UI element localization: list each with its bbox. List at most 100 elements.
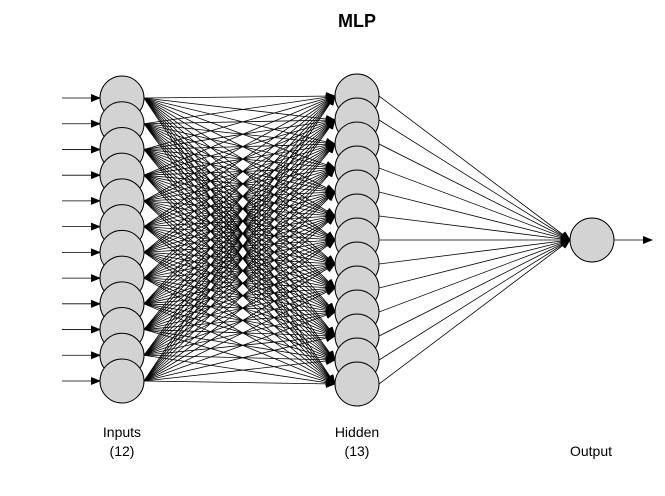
edge-input-1-hidden-10 <box>143 97 336 313</box>
edge-input-12-hidden-11 <box>143 334 336 382</box>
edge-input-12-hidden-3 <box>143 143 336 382</box>
edge-input-10-hidden-1 <box>143 95 336 330</box>
edge-input-3-hidden-13 <box>143 149 336 385</box>
edge-input-8-hidden-7 <box>143 237 336 279</box>
edge-input-3-hidden-1 <box>143 94 336 150</box>
edge-input-2-hidden-8 <box>143 123 336 265</box>
edge-input-8-hidden-11 <box>143 277 336 338</box>
edge-input-3-hidden-6 <box>143 149 336 217</box>
edge-input-1-hidden-4 <box>143 97 336 169</box>
edge-hidden-11-output <box>378 239 571 337</box>
edge-input-8-hidden-6 <box>143 214 336 279</box>
edge-input-10-hidden-12 <box>143 329 336 363</box>
edge-input-1-hidden-11 <box>143 97 336 337</box>
edge-input-7-hidden-2 <box>143 119 336 253</box>
edge-input-4-hidden-1 <box>143 95 336 176</box>
edge-input-11-hidden-1 <box>143 95 336 356</box>
edge-input-7-hidden-1 <box>143 95 336 253</box>
edge-input-1-hidden-6 <box>143 97 336 217</box>
hidden-node-13 <box>334 361 380 407</box>
edge-input-3-hidden-2 <box>143 117 336 150</box>
edge-input-1-hidden-13 <box>143 97 336 385</box>
edge-input-1-hidden-1 <box>143 92 336 101</box>
edge-input-8-hidden-3 <box>143 143 336 279</box>
edge-input-2-hidden-3 <box>143 123 336 148</box>
edge-input-11-hidden-7 <box>143 239 336 356</box>
edge-input-11-hidden-4 <box>143 167 336 356</box>
edge-input-4-hidden-12 <box>143 174 336 361</box>
edge-input-7-hidden-5 <box>143 190 336 253</box>
edge-input-5-hidden-11 <box>143 200 336 337</box>
edge-input-12-hidden-1 <box>143 95 336 382</box>
edge-input-7-hidden-4 <box>143 167 336 253</box>
edge-hidden-9-output <box>378 238 571 289</box>
edge-input-9-hidden-6 <box>143 215 336 305</box>
edge-hidden-6-output <box>378 215 571 243</box>
edge-input-5-hidden-1 <box>143 95 336 202</box>
inputs-layer-count: (12) <box>110 443 135 459</box>
edge-input-10-hidden-2 <box>143 119 336 330</box>
edge-input-1-hidden-2 <box>143 97 336 123</box>
edge-input-2-hidden-9 <box>143 123 336 289</box>
edge-input-4-hidden-11 <box>143 174 336 337</box>
edge-input-8-hidden-5 <box>143 191 336 279</box>
edge-input-11-hidden-8 <box>143 263 336 356</box>
edge-input-4-hidden-2 <box>143 118 336 176</box>
edge-input-3-hidden-7 <box>143 149 336 241</box>
edge-input-2-hidden-10 <box>143 123 336 313</box>
edge-input-12-hidden-6 <box>143 215 336 382</box>
edge-input-3-hidden-5 <box>143 149 336 194</box>
edge-input-12-hidden-4 <box>143 167 336 382</box>
edge-input-6-hidden-2 <box>143 119 336 227</box>
edge-input-4-hidden-8 <box>143 174 336 265</box>
edge-input-12-hidden-8 <box>143 263 336 382</box>
edge-input-3-hidden-4 <box>143 149 336 172</box>
edge-input-5-hidden-13 <box>143 200 336 385</box>
edge-input-9-hidden-13 <box>143 303 336 385</box>
edge-input-8-hidden-8 <box>143 260 336 279</box>
edge-input-6-hidden-9 <box>143 226 336 290</box>
edge-input-1-hidden-9 <box>143 97 336 289</box>
edge-input-7-hidden-13 <box>143 252 336 385</box>
edge-input-5-hidden-12 <box>143 200 336 361</box>
edge-input-5-hidden-4 <box>143 165 336 202</box>
edge-input-12-hidden-5 <box>143 191 336 382</box>
edge-input-2-hidden-11 <box>143 123 336 337</box>
hidden-layer-count: (13) <box>345 443 370 459</box>
edge-input-11-hidden-11 <box>143 332 336 356</box>
edge-input-1-hidden-7 <box>143 97 336 241</box>
edge-input-8-hidden-1 <box>143 95 336 279</box>
edge-input-10-hidden-4 <box>143 167 336 330</box>
output-node <box>569 217 615 263</box>
edge-input-7-hidden-10 <box>143 251 336 314</box>
edge-input-11-hidden-2 <box>143 119 336 356</box>
edge-input-5-hidden-6 <box>143 200 336 220</box>
edge-input-2-hidden-12 <box>143 123 336 361</box>
edge-input-9-hidden-9 <box>143 284 336 305</box>
edges-layer <box>62 92 653 388</box>
edge-input-3-hidden-9 <box>143 149 336 289</box>
diagram-title: MLP <box>338 11 376 31</box>
edge-input-6-hidden-1 <box>143 95 336 227</box>
edge-input-6-hidden-10 <box>143 226 336 313</box>
edge-input-10-hidden-5 <box>143 191 336 330</box>
edge-input-2-hidden-1 <box>143 93 336 125</box>
edge-input-9-hidden-7 <box>143 239 336 305</box>
edge-input-6-hidden-8 <box>143 226 336 267</box>
edge-input-11-hidden-6 <box>143 215 336 356</box>
edge-input-10-hidden-11 <box>143 329 336 340</box>
edge-input-10-hidden-10 <box>143 308 336 330</box>
edge-input-9-hidden-3 <box>143 143 336 305</box>
edge-input-9-hidden-5 <box>143 191 336 305</box>
edge-input-7-hidden-12 <box>143 252 336 361</box>
edge-input-2-hidden-7 <box>143 123 336 241</box>
edge-input-10-hidden-6 <box>143 215 336 330</box>
nodes-layer <box>99 73 615 407</box>
output-layer-label: Output <box>570 443 612 459</box>
edge-input-10-hidden-8 <box>143 263 336 330</box>
edge-input-12-hidden-9 <box>143 287 336 382</box>
edge-input-6-hidden-6 <box>143 212 336 228</box>
inputs-layer-label: Inputs <box>103 424 141 440</box>
edge-input-2-hidden-4 <box>143 123 336 170</box>
edge-input-6-hidden-4 <box>143 166 336 228</box>
